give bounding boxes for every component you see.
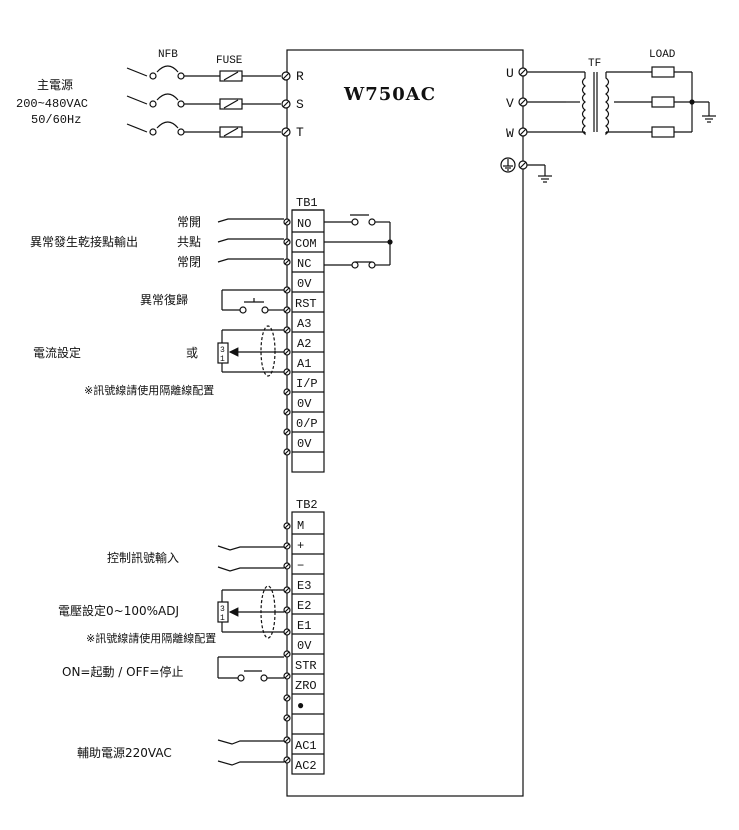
tb2-terminal-0v: 0V: [297, 639, 312, 653]
relay-no-label: 常開: [177, 215, 201, 229]
tb1-potentiometer: [217, 325, 284, 377]
tb1-terminal-nc: NC: [297, 257, 311, 271]
tb2-title: TB2: [296, 498, 318, 512]
relay-com-label: 共點: [177, 235, 201, 249]
phase-u-label: U: [506, 66, 514, 81]
tb1-terminal-0v-1: 0V: [297, 277, 312, 291]
tb2-terminal-e3: E3: [297, 579, 311, 593]
tb1-terminal-a1: A1: [297, 357, 311, 371]
control-signal-wires: [217, 545, 284, 572]
tb1-terminal-no: NO: [297, 217, 311, 231]
tb1-terminal-0v-3: 0V: [297, 437, 312, 451]
tb1-title: TB1: [296, 196, 318, 210]
tb2-terminal-m: M: [297, 519, 304, 533]
phase-r-label: R: [296, 69, 304, 84]
tb2-terminal-ac1: AC1: [295, 739, 317, 753]
earth-ground: [500, 157, 552, 183]
start-stop-label: ON=起動 / OFF=停止: [62, 664, 183, 679]
phase-v-label: V: [506, 96, 514, 111]
tb2-terminal-dot: ●: [297, 699, 304, 713]
phase-s-label: S: [296, 97, 304, 112]
tb1-shield-note: ※訊號線請使用隔離線配置: [84, 383, 214, 397]
or-label: 或: [186, 346, 198, 360]
aux-power-label: 輔助電源220VAC: [77, 746, 172, 760]
transformer: [566, 71, 652, 136]
load-resistors: [651, 66, 716, 138]
tb1-block: [291, 209, 325, 473]
relay-nc-label: 常閉: [177, 255, 201, 269]
input-terminals: [281, 71, 291, 137]
frequency-label: 50/60Hz: [31, 113, 81, 127]
tb1-terminal-a2: A2: [297, 337, 311, 351]
tb2-terminal-e1: E1: [297, 619, 311, 633]
tb2-terminal-e2: E2: [297, 599, 311, 613]
tb2-terminal-circles: [283, 522, 291, 764]
transformer-label: TF: [588, 58, 601, 70]
tb1-terminal-circles: [283, 218, 291, 456]
tb1-terminal-op: 0/P: [296, 417, 318, 431]
tb1-terminal-0v-2: 0V: [297, 397, 312, 411]
voltage-label: 200~480VAC: [16, 97, 88, 111]
tb1-pot-label-3: 3: [220, 346, 225, 355]
reset-label: 異常復歸: [140, 292, 188, 307]
phase-t-label: T: [296, 125, 304, 140]
tb2-terminal-ac2: AC2: [295, 759, 317, 773]
tb2-potentiometer: [217, 585, 284, 639]
fuse-label: FUSE: [216, 55, 243, 67]
tb2-pot-label-3: 3: [220, 605, 225, 614]
control-input-label: 控制訊號輸入: [107, 550, 179, 565]
start-stop-switch: [217, 656, 284, 682]
tb2-terminal-zro: ZRO: [295, 679, 317, 693]
nfb-label: NFB: [158, 49, 178, 61]
relay-output-wires: [217, 214, 393, 269]
power-input-lines: [126, 65, 281, 138]
tb1-terminal-a3: A3: [297, 317, 311, 331]
main-power-label: 主電源: [37, 78, 73, 92]
tb2-shield-note: ※訊號線請使用隔離線配置: [86, 631, 216, 645]
device-model: W750AC: [343, 84, 436, 105]
tb2-terminal-str: STR: [295, 659, 317, 673]
tb1-terminal-com: COM: [295, 237, 317, 251]
tb2-terminal-minus: −: [297, 559, 304, 573]
reset-switch: [221, 289, 284, 314]
output-terminals: [518, 67, 585, 170]
device-box: [286, 49, 524, 797]
tb2-pot-label-1: 1: [220, 614, 225, 623]
relay-output-label: 異常發生乾接點輸出: [30, 234, 138, 249]
tb2-terminal-plus: +: [297, 539, 304, 553]
current-setting-label: 電流設定: [33, 345, 81, 360]
tb2-block: [291, 511, 325, 775]
tb1-terminal-rst: RST: [295, 297, 317, 311]
tb1-pot-label-1: 1: [220, 355, 225, 364]
phase-w-label: W: [506, 126, 514, 141]
tb1-terminal-ip: I/P: [296, 377, 318, 391]
aux-power-wires: [217, 739, 284, 766]
voltage-setting-label: 電壓設定0~100%ADJ: [58, 603, 179, 618]
load-label: LOAD: [649, 49, 676, 61]
